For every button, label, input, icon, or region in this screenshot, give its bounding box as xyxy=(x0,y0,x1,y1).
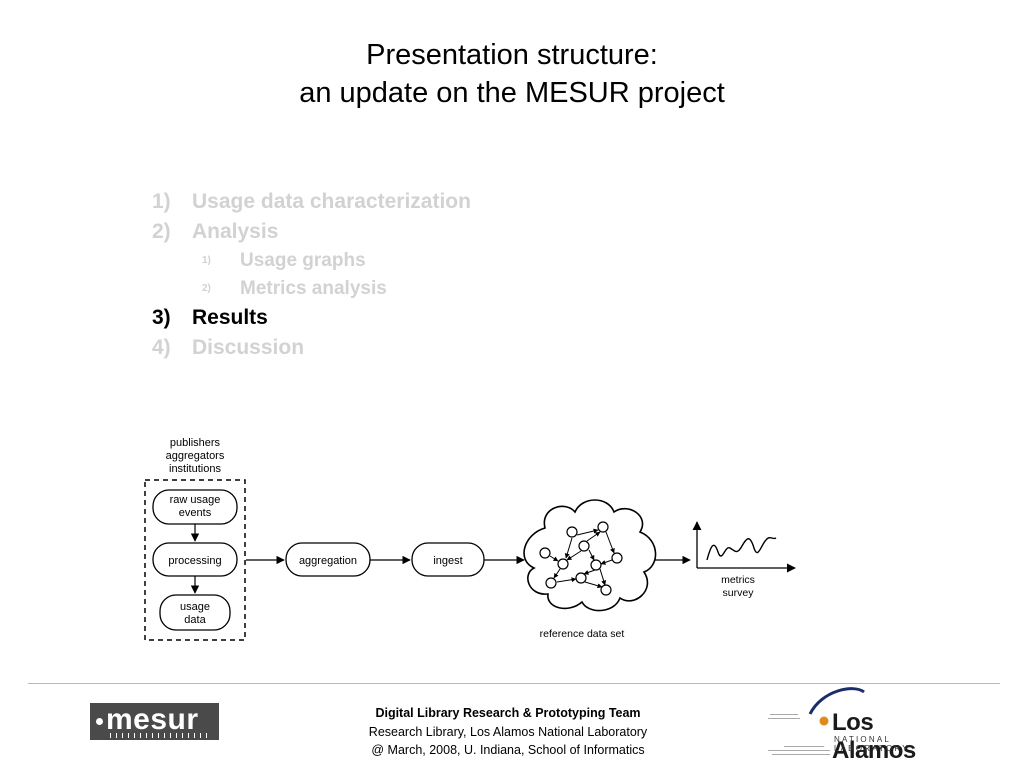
svg-text:survey: survey xyxy=(723,587,755,599)
footer-event: @ March, 2008, U. Indiana, School of Inf… xyxy=(371,743,645,757)
aggregation-node: aggregation xyxy=(285,542,371,577)
svg-text:publishers: publishers xyxy=(170,437,221,449)
title-line-2: an update on the MESUR project xyxy=(299,77,725,109)
svg-text:usage: usage xyxy=(180,601,210,613)
footer-credits: Digital Library Research & Prototyping T… xyxy=(300,704,716,760)
outline-item-usage-characterization: 1)Usage data characterization xyxy=(152,190,471,213)
svg-text:aggregators: aggregators xyxy=(166,450,225,462)
slide-title: Presentation structure: an update on the… xyxy=(0,36,1024,112)
usage-data-node: usage data xyxy=(159,594,231,631)
title-line-1: Presentation structure: xyxy=(366,39,658,71)
los-alamos-subtitle: NATIONAL LABORATORY xyxy=(834,735,910,753)
mesur-logo-text: mesur xyxy=(106,703,199,736)
reference-data-cloud: reference data set xyxy=(523,499,657,640)
reference-data-label: reference data set xyxy=(540,628,625,640)
svg-text:ingest: ingest xyxy=(433,555,462,567)
sources-label: publishers aggregators institutions xyxy=(166,437,225,475)
los-alamos-swoosh-icon xyxy=(808,687,865,726)
los-alamos-logo: Los Alamos NATIONAL LABORATORY xyxy=(762,684,962,764)
svg-text:metrics: metrics xyxy=(721,574,755,586)
outline-item-analysis: 2)Analysis xyxy=(152,220,279,243)
svg-text:data: data xyxy=(184,614,206,626)
sources-dashed-box xyxy=(144,479,246,641)
mesur-logo-ticks xyxy=(110,733,210,738)
outline-item-results: 3)Results xyxy=(152,306,268,329)
processing-node: processing xyxy=(152,542,238,577)
svg-text:aggregation: aggregation xyxy=(299,555,357,567)
los-alamos-name: Los Alamos xyxy=(832,709,916,764)
svg-text:processing: processing xyxy=(168,555,221,567)
outline-subitem-usage-graphs: 1)Usage graphs xyxy=(202,250,366,271)
svg-text:institutions: institutions xyxy=(169,463,221,475)
svg-text:events: events xyxy=(179,507,212,519)
footer-lab: Research Library, Los Alamos National La… xyxy=(368,724,648,739)
outline-subitem-metrics-analysis: 2)Metrics analysis xyxy=(202,278,387,299)
footer-divider xyxy=(28,683,1000,684)
raw-usage-events-node: raw usage events xyxy=(152,489,238,525)
metrics-survey-plot: metrics survey xyxy=(692,521,796,599)
ingest-node: ingest xyxy=(411,542,485,577)
mesur-logo: mesur xyxy=(90,703,219,740)
outline-item-discussion: 4)Discussion xyxy=(152,336,305,359)
svg-text:raw usage: raw usage xyxy=(170,494,221,506)
mesur-logo-dot xyxy=(96,718,103,725)
footer-team: Digital Library Research & Prototyping T… xyxy=(375,706,641,720)
